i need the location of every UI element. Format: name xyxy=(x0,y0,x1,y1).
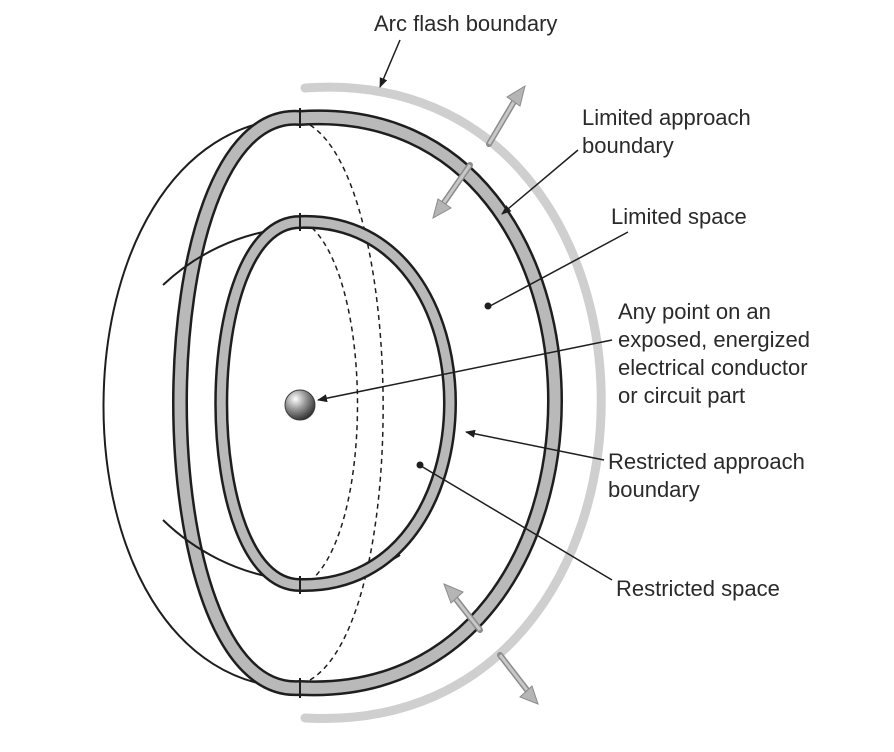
contract-arrow-top-inner xyxy=(432,162,473,220)
label-restricted-approach-boundary: Restricted approach boundary xyxy=(608,449,805,502)
contract-arrow-bottom-inner xyxy=(443,583,483,633)
limited-space-dot xyxy=(484,302,492,310)
hidden-contour-inner xyxy=(304,221,359,586)
leader-restricted-approach xyxy=(465,429,605,461)
label-energized-conductor: Any point on an exposed, energized elect… xyxy=(618,299,811,408)
expand-arrow-top-outer xyxy=(486,84,526,147)
expand-arrow-bottom-outer xyxy=(497,652,539,705)
leader-arc-flash xyxy=(379,39,401,88)
arc-flash-boundary-band xyxy=(300,82,606,723)
label-arc-flash-boundary: Arc flash boundary xyxy=(374,11,558,36)
leader-conductor xyxy=(317,339,613,403)
label-restricted-space: Restricted space xyxy=(616,576,780,601)
hidden-contour-outer xyxy=(309,124,384,681)
leader-restricted-space xyxy=(420,465,613,581)
label-limited-approach-boundary: Limited approach boundary xyxy=(582,105,751,158)
leader-limited-approach xyxy=(501,149,579,215)
label-limited-space: Limited space xyxy=(611,204,747,229)
energized-conductor-ball xyxy=(284,389,316,421)
leader-limited-space xyxy=(489,231,629,307)
outer-sphere-outline xyxy=(102,117,301,690)
